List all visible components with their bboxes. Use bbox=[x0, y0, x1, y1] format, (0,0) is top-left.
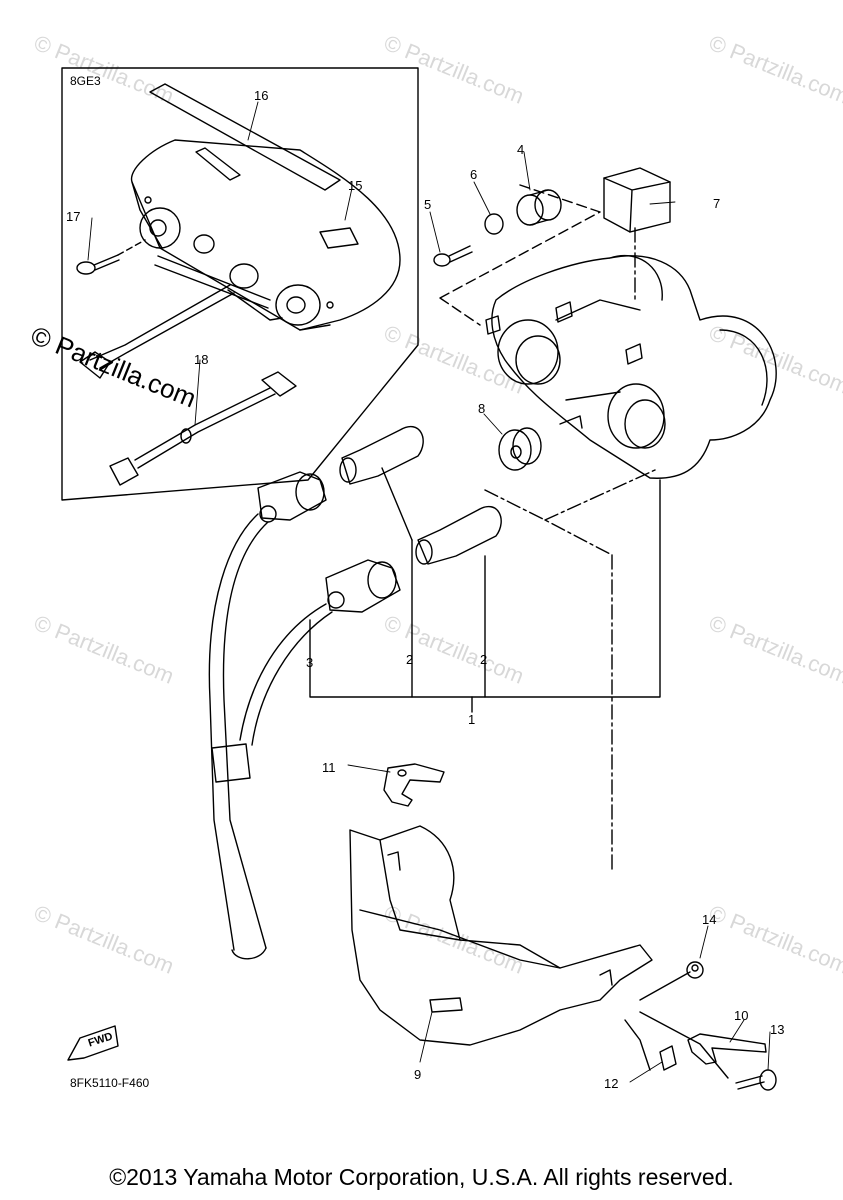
part-3-harness bbox=[208, 513, 333, 960]
callout-14: 14 bbox=[702, 912, 717, 927]
callout-2b: 2 bbox=[480, 652, 488, 667]
callout-18: 18 bbox=[194, 352, 209, 367]
callout-7: 7 bbox=[713, 196, 721, 211]
group-box-code: 8GE3 bbox=[70, 74, 101, 88]
part-8-grommet bbox=[498, 427, 542, 471]
callout-4: 4 bbox=[517, 142, 525, 157]
part-5-screw bbox=[433, 245, 473, 267]
part-2-bulb-lower bbox=[415, 505, 502, 565]
callout-8: 8 bbox=[478, 401, 486, 416]
callout-15: 15 bbox=[348, 178, 363, 193]
hardware-leader-lines bbox=[624, 971, 729, 1079]
alignment-lines bbox=[484, 227, 656, 871]
part-13-bolt bbox=[735, 1069, 777, 1091]
part-16-strip bbox=[149, 83, 341, 191]
callout-17: 17 bbox=[66, 209, 81, 224]
part-socket-upper bbox=[257, 471, 327, 523]
part-6-washer bbox=[484, 213, 504, 235]
copyright-notice: ©2013 Yamaha Motor Corporation, U.S.A. A… bbox=[109, 1164, 734, 1190]
part-2-bulb-upper bbox=[339, 425, 424, 485]
part-10-bracket bbox=[687, 1033, 767, 1065]
inset-box bbox=[61, 67, 419, 501]
callout-2a: 2 bbox=[406, 652, 414, 667]
part-9-cover bbox=[349, 825, 653, 1046]
callout-16: 16 bbox=[254, 88, 269, 103]
callout-13: 13 bbox=[770, 1022, 785, 1037]
callout-1: 1 bbox=[468, 712, 476, 727]
part-14-nut bbox=[686, 961, 704, 979]
callout-5: 5 bbox=[424, 197, 432, 212]
part-4-grommet bbox=[516, 189, 562, 226]
figure-code: 8FK5110-F460 bbox=[70, 1076, 150, 1090]
part-inset-connector bbox=[79, 351, 111, 379]
callout-12: 12 bbox=[604, 1076, 619, 1091]
callout-10: 10 bbox=[734, 1008, 749, 1023]
part-socket-lower bbox=[325, 559, 401, 613]
part-main-housing bbox=[485, 254, 777, 479]
part-12-nut-clip bbox=[659, 1045, 677, 1071]
part-inset-housing bbox=[130, 139, 401, 331]
part-7-block bbox=[603, 167, 671, 233]
part-17-screw bbox=[76, 239, 146, 275]
part-11-clip bbox=[383, 763, 445, 807]
fwd-arrow-icon bbox=[67, 1025, 119, 1061]
callout-leaders bbox=[87, 101, 771, 1083]
callout-3: 3 bbox=[306, 655, 314, 670]
callout-9: 9 bbox=[414, 1067, 422, 1082]
callout-11: 11 bbox=[322, 760, 336, 775]
mount-plane-lines bbox=[439, 184, 601, 326]
assembly-1-lines bbox=[309, 467, 661, 713]
callout-6: 6 bbox=[470, 167, 478, 182]
